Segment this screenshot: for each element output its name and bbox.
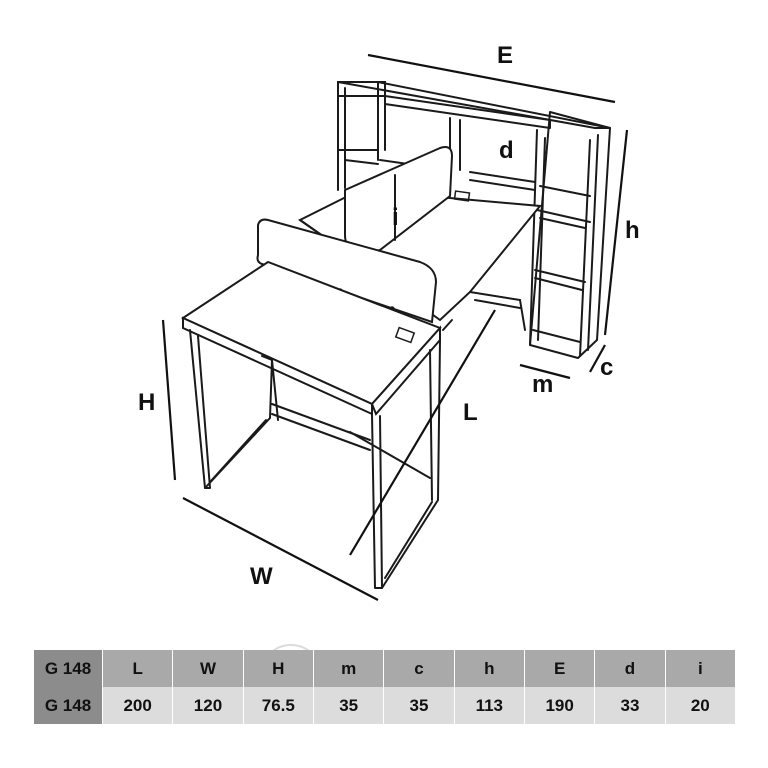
label-c: c <box>600 354 613 381</box>
header-cell: i <box>665 650 737 687</box>
value-cell: 35 <box>383 687 455 724</box>
value-cell: 35 <box>313 687 385 724</box>
label-m: m <box>532 371 553 398</box>
header-cell: c <box>383 650 455 687</box>
value-cell: 76.5 <box>243 687 314 724</box>
header-cell: h <box>454 650 525 687</box>
header-cell: H <box>243 650 314 687</box>
table-header-row: G 148 L W H m c h E d i <box>34 650 737 687</box>
header-cell: L <box>102 650 174 687</box>
label-L: L <box>463 399 478 426</box>
header-cell: m <box>313 650 385 687</box>
label-i: i <box>392 204 399 231</box>
front-desk <box>180 260 453 589</box>
value-cell: 190 <box>524 687 596 724</box>
label-E: E <box>497 42 513 69</box>
label-H: H <box>138 389 155 416</box>
table-values-row: G 148 200 120 76.5 35 35 113 190 33 20 <box>34 687 737 724</box>
value-cell: 200 <box>102 687 174 724</box>
dimension-lines <box>161 53 629 601</box>
header-cell: E <box>524 650 596 687</box>
label-W: W <box>250 563 273 590</box>
value-cell-model: G 148 <box>34 687 103 724</box>
value-cell: 113 <box>454 687 525 724</box>
value-cell: 20 <box>665 687 737 724</box>
spec-table: G 148 L W H m c h E d i G 148 200 120 76… <box>34 650 737 724</box>
divider-screens <box>256 146 454 324</box>
header-cell: d <box>594 650 666 687</box>
value-cell: 120 <box>172 687 244 724</box>
label-d: d <box>499 137 514 164</box>
header-cell: W <box>172 650 244 687</box>
header-cell-model: G 148 <box>34 650 103 687</box>
value-cell: 33 <box>594 687 666 724</box>
label-h: h <box>625 217 640 244</box>
desk-drawing: E d h i H L m c W <box>138 42 640 601</box>
